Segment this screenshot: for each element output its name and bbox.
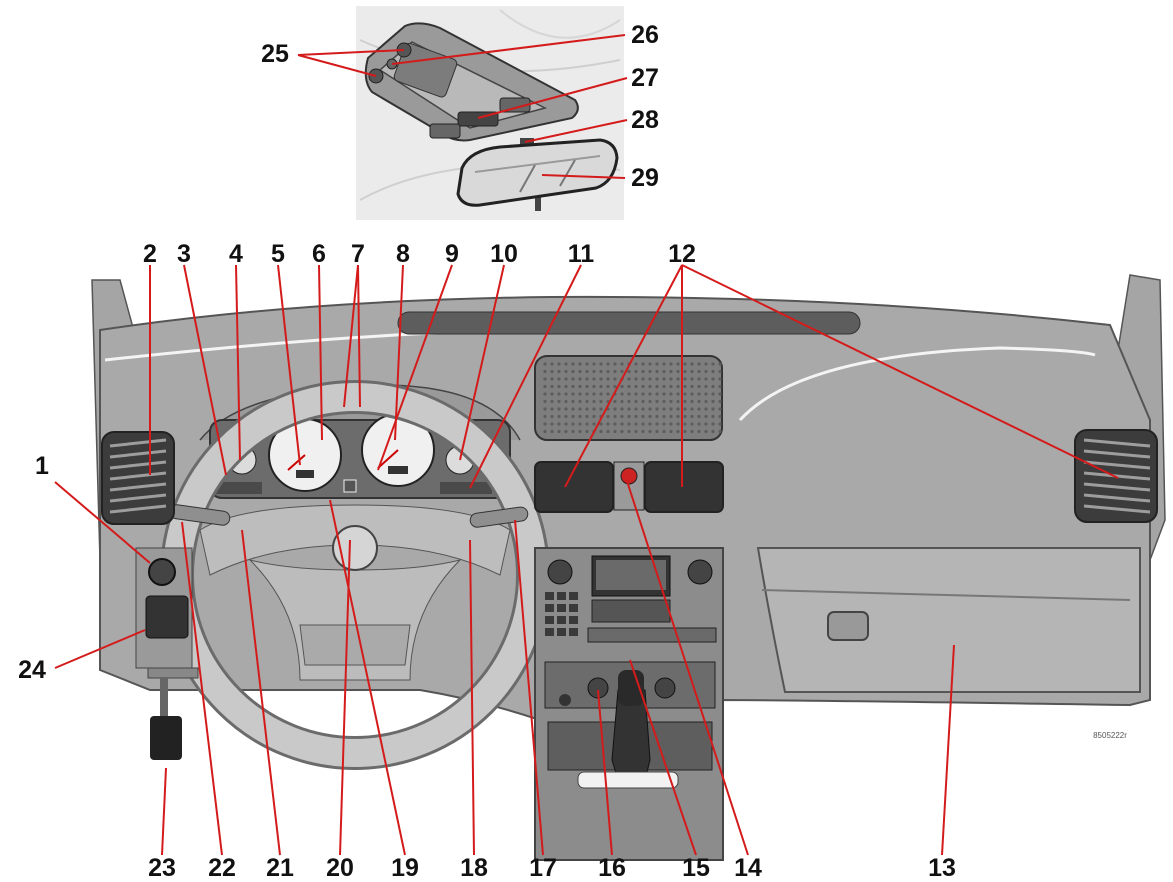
callout-12: 12 (668, 240, 696, 268)
callout-22: 22 (208, 854, 236, 882)
parking-brake-pedal (150, 716, 182, 760)
right-stalk (469, 506, 529, 528)
center-speaker-grille (534, 355, 723, 441)
horn-pad (332, 525, 378, 571)
callout-29: 29 (631, 164, 659, 192)
defroster-vent (397, 311, 861, 335)
callout-18: 18 (460, 854, 488, 882)
callout-24: 24 (18, 656, 46, 684)
callout-10: 10 (490, 240, 518, 268)
fuel-display (214, 482, 262, 494)
callout-6: 6 (312, 240, 326, 268)
callout-28: 28 (631, 106, 659, 134)
callout-17: 17 (529, 854, 557, 882)
trip-display (440, 482, 492, 494)
callout-21: 21 (266, 854, 294, 882)
callout-20: 20 (326, 854, 354, 882)
callout-23: 23 (148, 854, 176, 882)
center-vent-right (644, 461, 724, 513)
callout-14: 14 (734, 854, 762, 882)
headlight-switch (148, 558, 176, 586)
callout-7: 7 (351, 240, 365, 268)
glovebox (756, 547, 1141, 693)
image-code: 8505222r (1093, 731, 1127, 740)
leader-lines (54, 34, 1119, 856)
dashboard: 8505222r (91, 274, 1166, 861)
audio-slot (587, 627, 717, 643)
callout-11: 11 (568, 240, 595, 268)
glovebox-handle (827, 611, 869, 641)
callout-27: 27 (631, 64, 659, 92)
callout-labels: 1 2 3 4 5 6 7 8 9 10 11 12 13 14 15 16 1… (18, 21, 956, 882)
callout-3: 3 (177, 240, 191, 268)
callout-8: 8 (396, 240, 410, 268)
callout-25: 25 (261, 40, 289, 68)
callout-15: 15 (682, 854, 710, 882)
callout-19: 19 (391, 854, 419, 882)
rear-view-mirror (456, 138, 619, 207)
callout-5: 5 (271, 240, 285, 268)
callout-26: 26 (631, 21, 659, 49)
callout-4: 4 (229, 240, 243, 268)
callout-9: 9 (445, 240, 459, 268)
center-vent-left (534, 461, 614, 513)
callout-13: 13 (928, 854, 956, 882)
callout-1: 1 (35, 452, 49, 480)
lower-left-panel (145, 595, 189, 639)
overhead-console-inset (356, 6, 624, 220)
callout-2: 2 (143, 240, 157, 268)
callout-16: 16 (598, 854, 626, 882)
